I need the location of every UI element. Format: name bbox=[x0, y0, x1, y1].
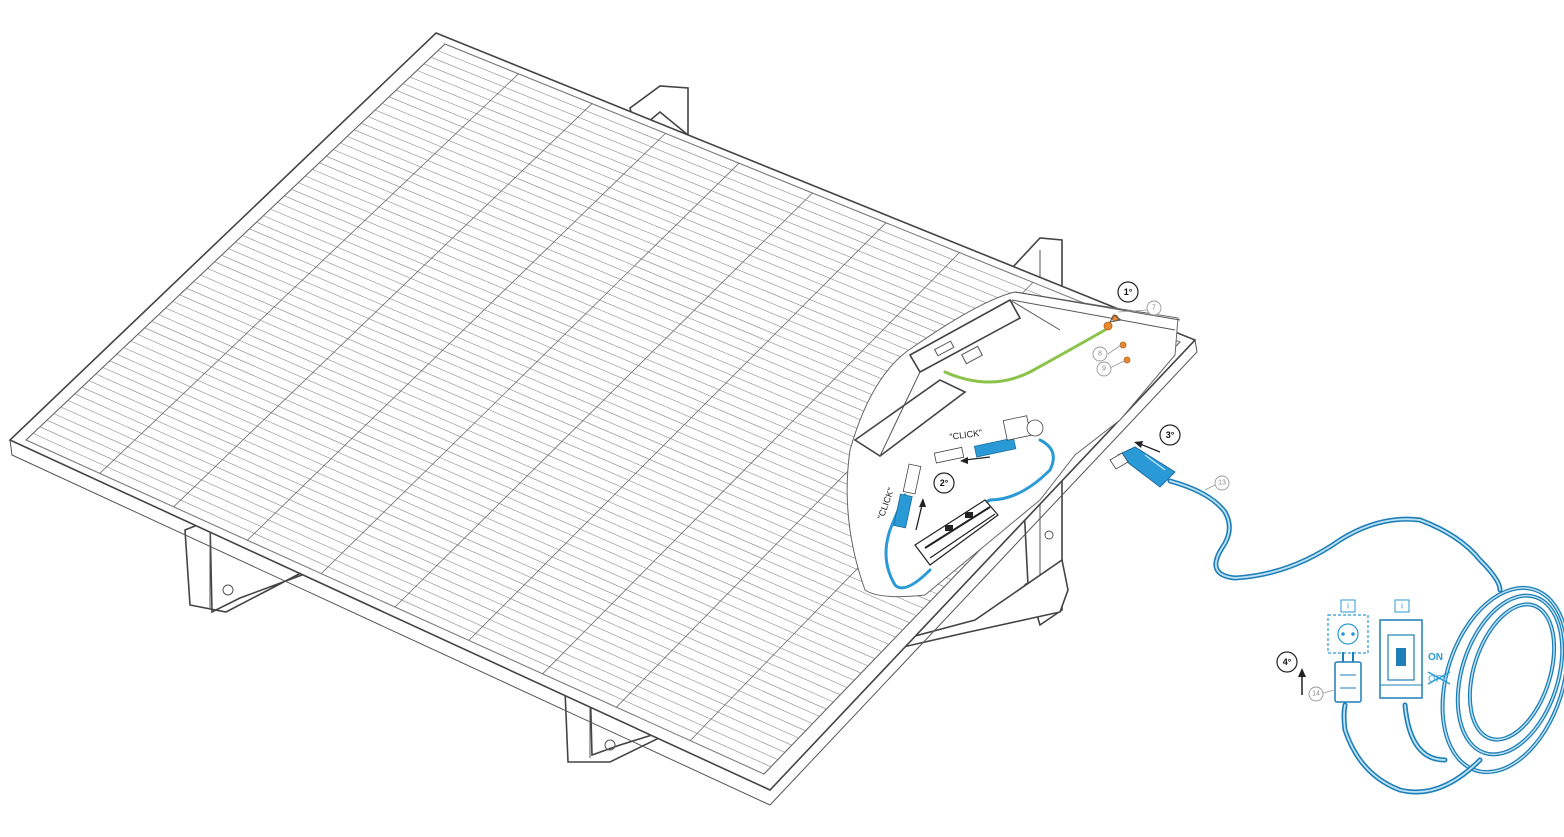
callout-circle bbox=[1276, 651, 1298, 673]
callout-ref-13: 13 bbox=[1214, 475, 1230, 491]
callout-label: 13 bbox=[1218, 480, 1226, 487]
callout-circle bbox=[1159, 424, 1181, 446]
panel-junction-box bbox=[914, 499, 999, 566]
callout-label: 8 bbox=[1098, 351, 1102, 358]
callout-circle bbox=[1096, 361, 1112, 377]
callout-circle bbox=[933, 472, 955, 494]
callout-circle bbox=[1092, 346, 1108, 362]
arrow-icon bbox=[1298, 668, 1306, 695]
switch-off-group: OFF bbox=[1427, 671, 1451, 685]
dc-connector-cables bbox=[884, 415, 1055, 590]
click-label-horizontal: "CLICK" bbox=[949, 427, 983, 441]
info-marker-socket: i bbox=[1340, 599, 1356, 613]
breaker-icon bbox=[1379, 619, 1423, 699]
callout-label: 3° bbox=[1166, 430, 1175, 440]
callout-step-4: 4° bbox=[1276, 651, 1298, 673]
info-marker-breaker: i bbox=[1394, 599, 1410, 613]
callout-step-3: 3° bbox=[1159, 424, 1181, 446]
cell-column-line bbox=[320, 162, 740, 574]
cell-column-line bbox=[247, 133, 666, 541]
callout-ref-8: 8 bbox=[1092, 346, 1108, 362]
callout-circle bbox=[1214, 475, 1230, 491]
arrow-icon bbox=[1134, 441, 1161, 453]
callout-label: 9 bbox=[1102, 366, 1106, 373]
callout-label: 1° bbox=[1124, 287, 1133, 297]
connector-horizontal bbox=[933, 415, 1044, 464]
switch-on-label: ON bbox=[1428, 652, 1443, 663]
step-callouts: 1° 2° 3° 4° bbox=[933, 281, 1298, 673]
cell-column-line bbox=[173, 103, 593, 508]
switch-off-label: OFF bbox=[1428, 674, 1448, 685]
connector-vertical bbox=[893, 463, 922, 529]
callout-ref-9: 9 bbox=[1096, 361, 1112, 377]
socket-icon bbox=[1327, 614, 1369, 654]
cell-column-line bbox=[468, 222, 887, 641]
arrow-icon bbox=[915, 498, 926, 531]
callout-leaders bbox=[1107, 309, 1336, 694]
click-label-horizontal-group: "CLICK" bbox=[949, 427, 991, 464]
callout-label: 2° bbox=[940, 478, 949, 488]
ac-cable bbox=[1109, 446, 1564, 795]
callout-step-2: 2° bbox=[933, 472, 955, 494]
callout-circle bbox=[1117, 281, 1139, 303]
callout-label: 14 bbox=[1312, 691, 1320, 698]
callout-step-1: 1° bbox=[1117, 281, 1139, 303]
callout-ref-7: 7 bbox=[1146, 300, 1162, 316]
cell-column-line bbox=[25, 43, 446, 441]
cell-column-line bbox=[394, 192, 813, 608]
arrow-icon bbox=[960, 456, 991, 464]
callout-circle bbox=[1146, 300, 1162, 316]
microinverter-side bbox=[853, 379, 967, 457]
cell-column-line bbox=[99, 73, 519, 474]
callout-label: 7 bbox=[1152, 305, 1156, 312]
callout-label: 4° bbox=[1283, 657, 1292, 667]
callout-ref-14: 14 bbox=[1308, 686, 1324, 702]
plug-icon bbox=[1334, 652, 1362, 703]
cell-column-line bbox=[542, 252, 960, 675]
svg-text:i: i bbox=[1401, 602, 1403, 611]
ground-wire bbox=[943, 328, 1107, 384]
part-ref-callouts: 7 8 9 13 14 bbox=[1092, 300, 1324, 702]
svg-text:i: i bbox=[1347, 602, 1349, 611]
callout-circle bbox=[1308, 686, 1324, 702]
ac-connector bbox=[1109, 446, 1176, 488]
ground-screws bbox=[1103, 314, 1131, 364]
